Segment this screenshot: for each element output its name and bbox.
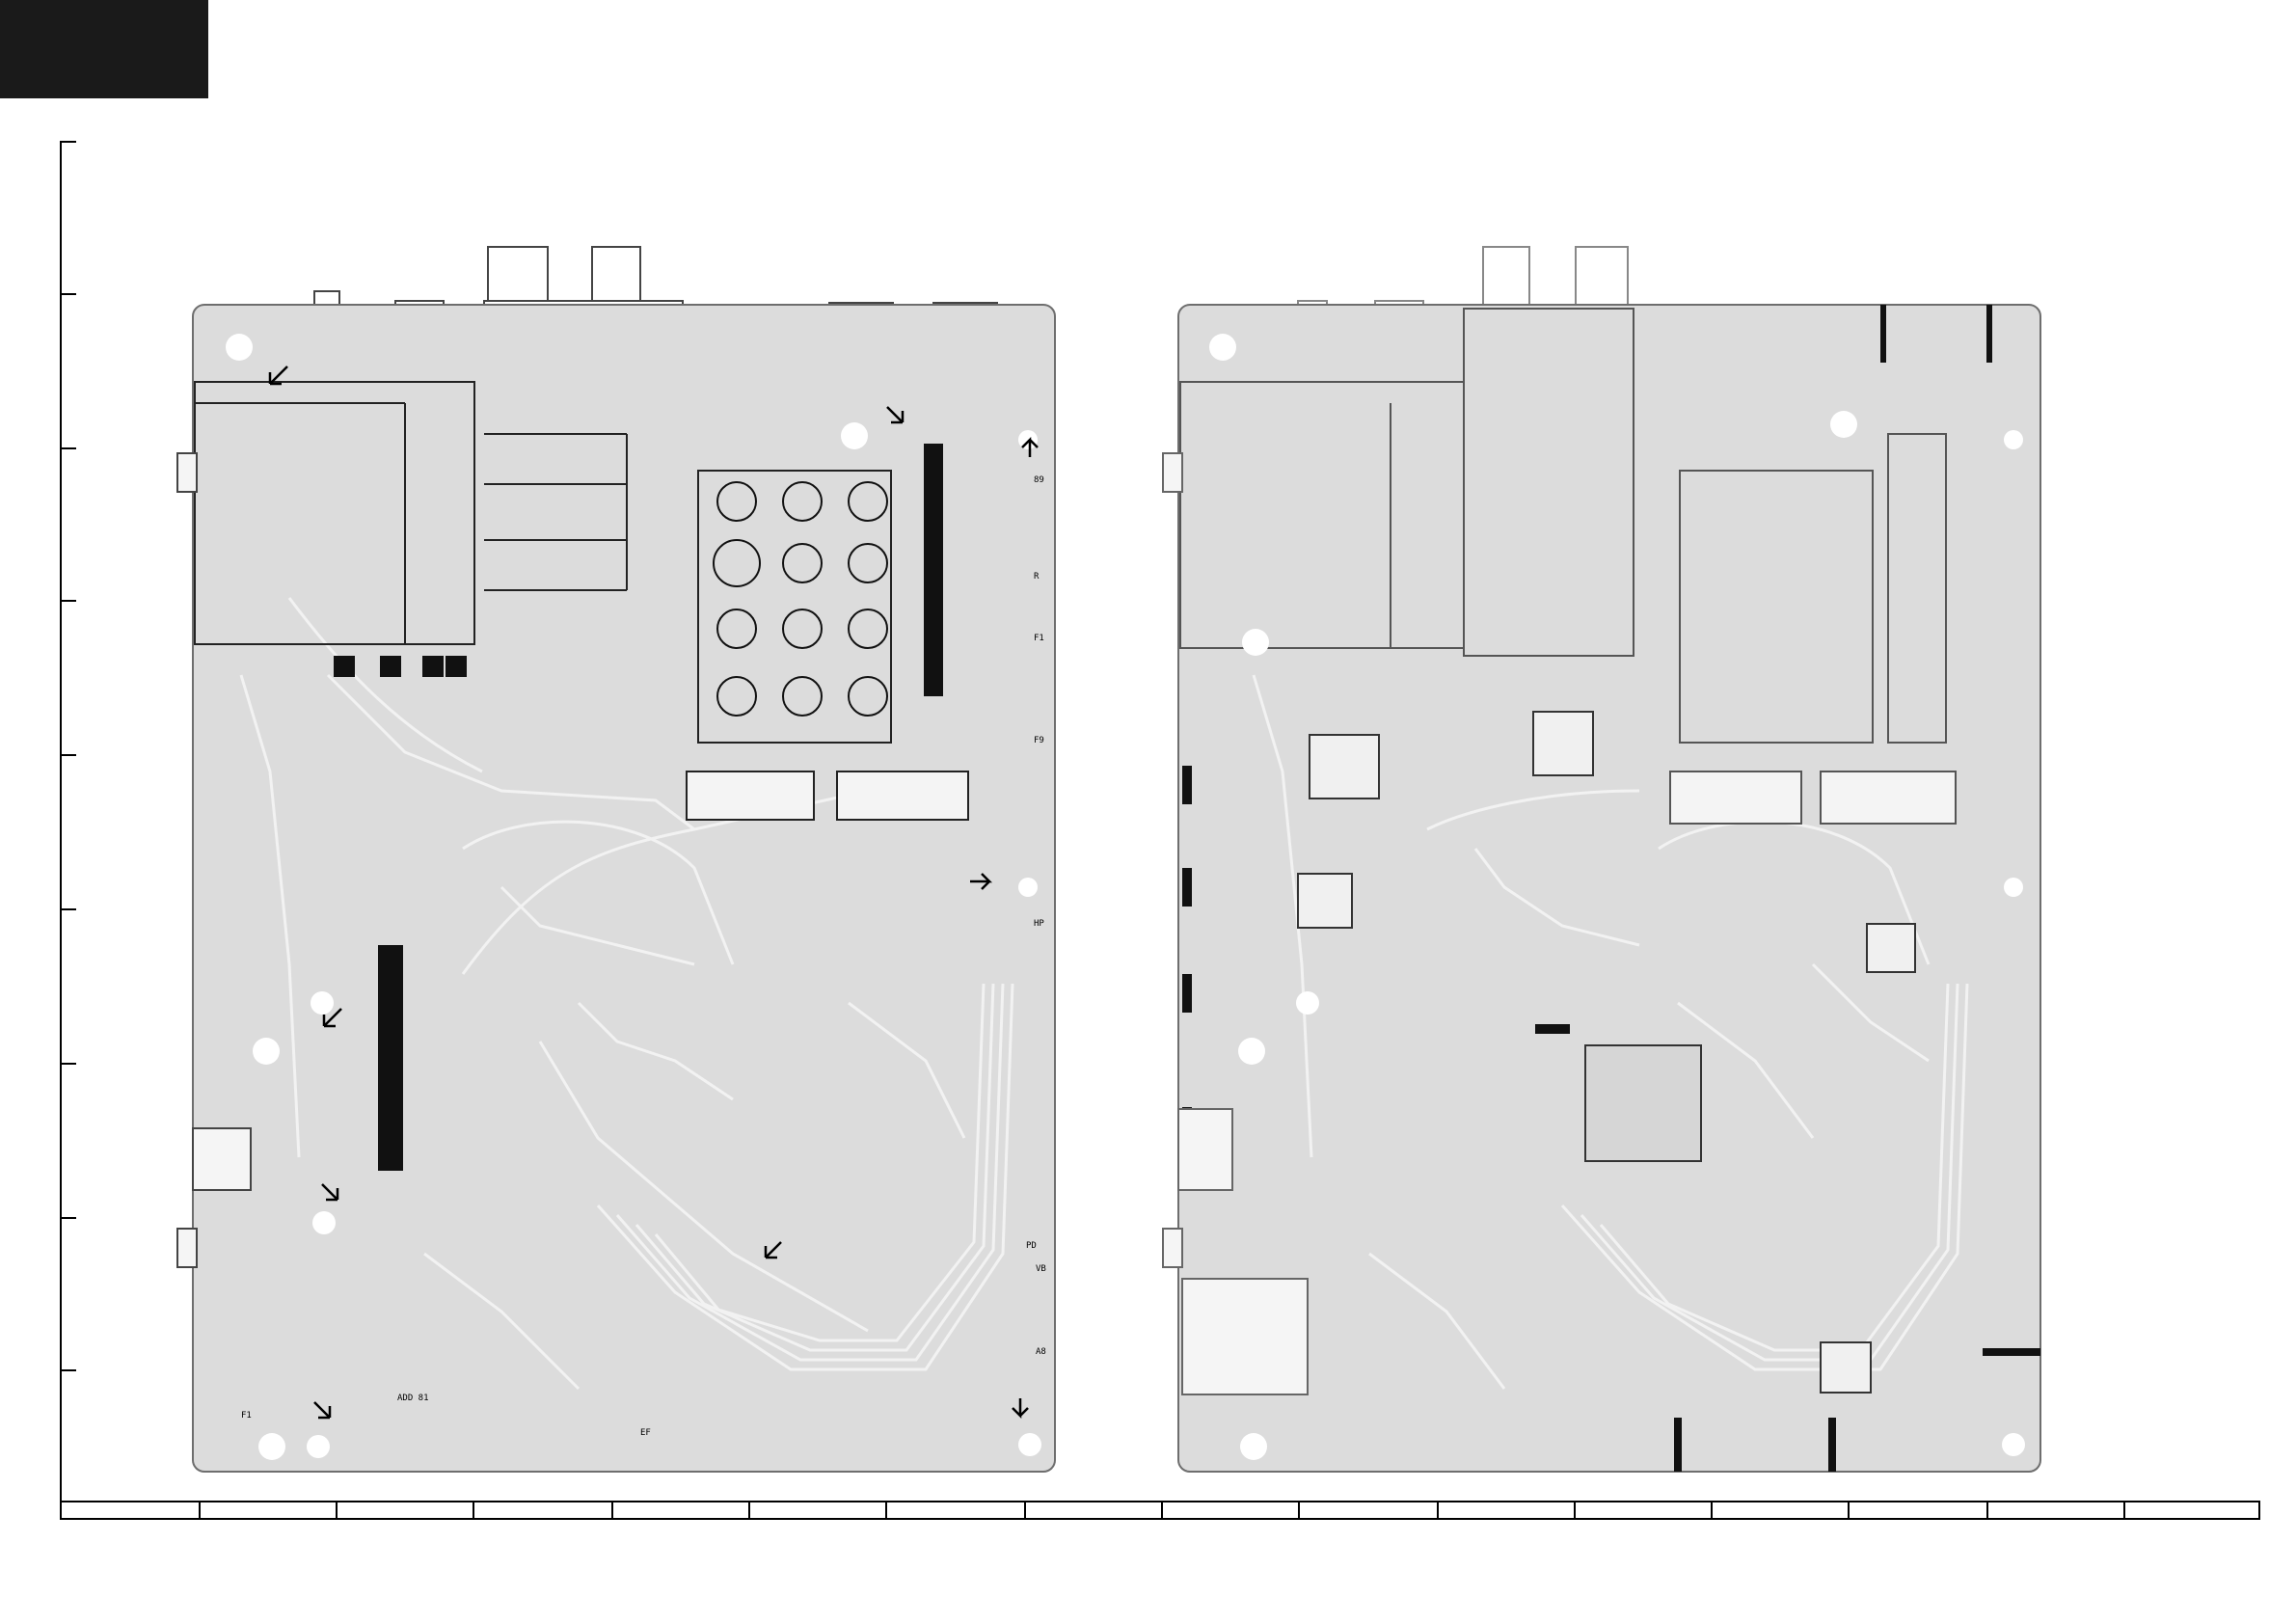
board-label: A8: [1036, 1347, 1046, 1357]
board-label: ADD 81: [397, 1394, 429, 1403]
pcb-side-a: 89 R F1 F9 HP PD VB A8 EF F1 ADD 81: [177, 247, 1055, 1472]
board-label: F1: [241, 1411, 252, 1421]
board-label: PD: [1026, 1241, 1037, 1251]
board-label: R: [1034, 572, 1040, 582]
pcb-side-b: [1163, 247, 2040, 1472]
board-label: EF: [640, 1428, 651, 1438]
board-label: VB: [1036, 1264, 1046, 1274]
board-label: HP: [1034, 919, 1044, 929]
board-label: F1: [1034, 634, 1044, 643]
board-label: 89: [1034, 475, 1044, 485]
board-label: F9: [1034, 736, 1044, 745]
